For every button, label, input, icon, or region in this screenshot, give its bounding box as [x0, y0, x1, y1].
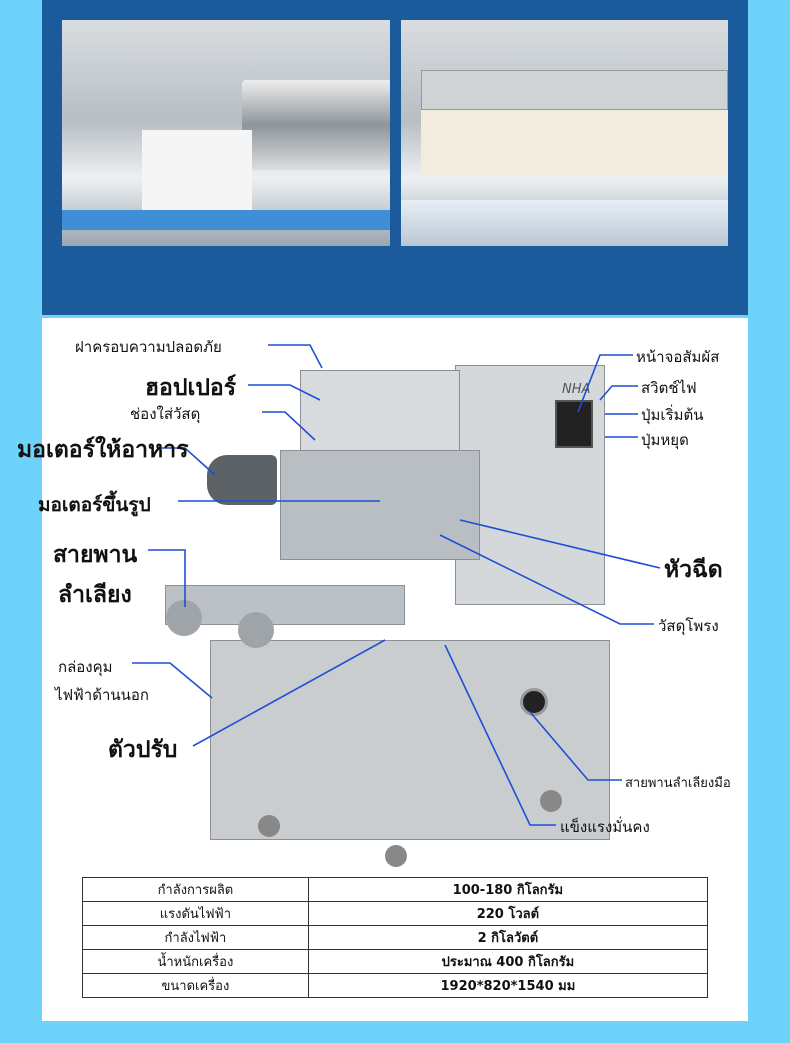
- spec-name: แรงดันไฟฟ้า: [82, 901, 309, 926]
- feed-motor: [207, 455, 277, 505]
- label-sturdy: แข็งแรงมั่นคง: [560, 818, 650, 836]
- photo-nozzle-closeup: [62, 20, 390, 246]
- spec-name: กำลังไฟฟ้า: [82, 925, 309, 950]
- spec-name: ขนาดเครื่อง: [82, 973, 309, 998]
- brand-label: NHA: [562, 382, 591, 397]
- label-stop-button: ปุ่มหยุด: [641, 431, 689, 449]
- forming-unit: [280, 450, 480, 560]
- label-forming-motor: มอเตอร์ขึ้นรูป: [38, 494, 151, 516]
- label-nozzle: หัวฉีด: [664, 557, 723, 583]
- wheel: [540, 790, 562, 812]
- handwheel: [520, 688, 548, 716]
- wheel: [385, 845, 407, 867]
- spec-value: 220 โวลต์: [307, 901, 709, 926]
- spec-value: 1920*820*1540 มม: [307, 973, 709, 998]
- spec-value: 100-180 กิโลกรัม: [307, 877, 709, 902]
- label-hollow-material: วัสดุโพรง: [658, 617, 719, 635]
- roller: [166, 600, 202, 636]
- label-power-switch: สวิตช์ไฟ: [641, 379, 697, 397]
- label-feed-motor: มอเตอร์ให้อาหาร: [17, 437, 189, 463]
- roller: [238, 612, 274, 648]
- conveyor: [165, 585, 405, 625]
- label-conveyor-line2: ลำเลียง: [58, 582, 132, 608]
- label-control-box-line2: ไฟฟ้าด้านนอก: [55, 686, 149, 704]
- touch-screen: [555, 400, 593, 448]
- wheel: [258, 815, 280, 837]
- spec-name: กำลังการผลิต: [82, 877, 309, 902]
- label-material-inlet: ช่องใส่วัสดุ: [130, 405, 201, 423]
- label-manual-conveyor: สายพานลำเลียงมือ: [625, 776, 731, 791]
- label-control-box-line1: กล่องคุม: [58, 658, 113, 676]
- spec-value: 2 กิโลวัตต์: [307, 925, 709, 950]
- label-hopper: ฮอปเปอร์: [145, 375, 237, 401]
- label-touch-screen: หน้าจอสัมผัส: [636, 348, 720, 366]
- label-safety-cover: ฝาครอบความปลอดภัย: [75, 338, 222, 356]
- spec-name: น้ำหนักเครื่อง: [82, 949, 309, 974]
- label-conveyor-line1: สายพาน: [53, 542, 138, 568]
- spec-value: ประมาณ 400 กิโลกรัม: [307, 949, 709, 974]
- table-row: น้ำหนักเครื่องประมาณ 400 กิโลกรัม: [82, 949, 709, 974]
- photo-molds-closeup: [401, 20, 728, 246]
- label-adjuster: ตัวปรับ: [108, 737, 178, 763]
- label-start-button: ปุ่มเริ่มต้น: [641, 406, 704, 424]
